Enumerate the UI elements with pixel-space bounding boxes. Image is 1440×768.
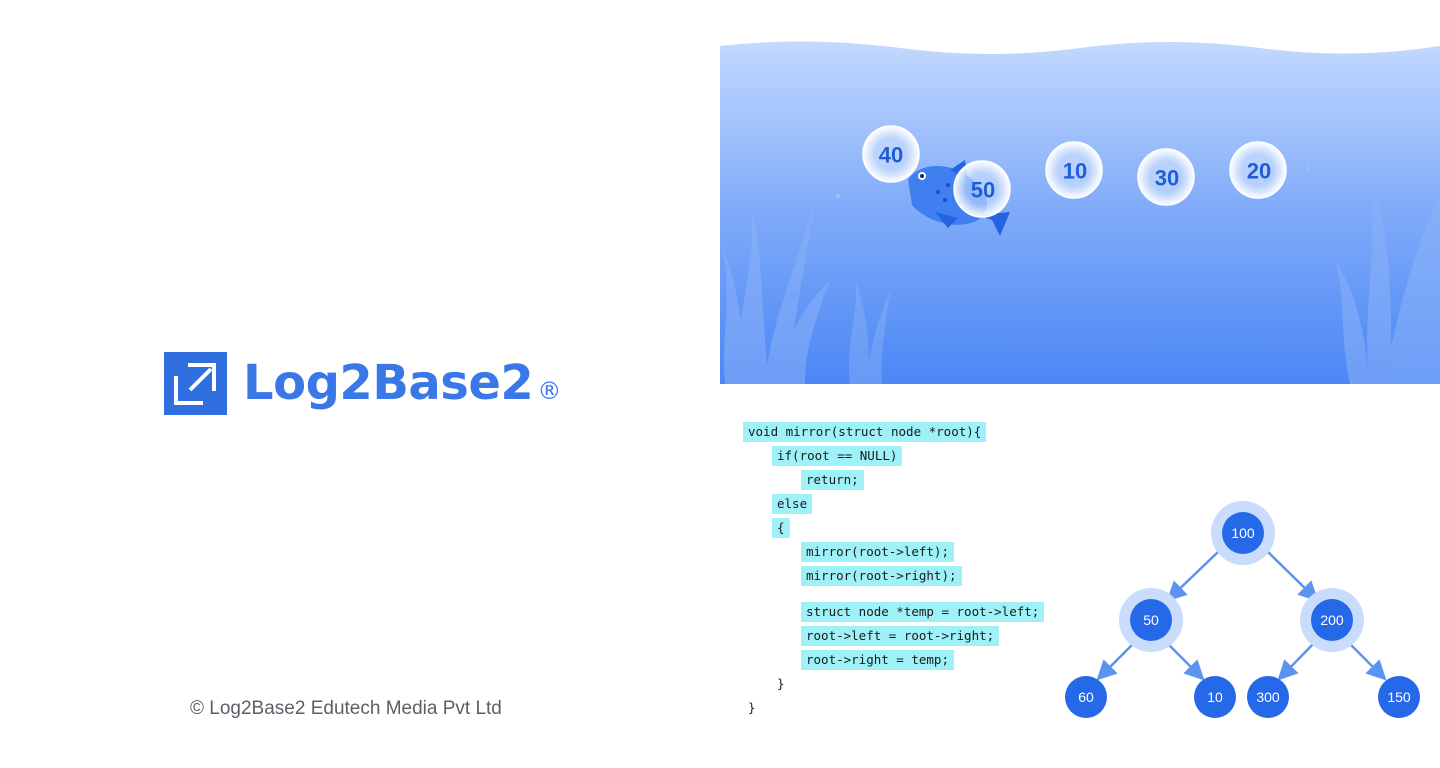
ocean-illustration: 40 50 10 30 20	[720, 40, 1440, 384]
binary-tree-diagram: 100 50 200 60 10 300 150	[1060, 500, 1440, 730]
tree-node-right: 200	[1300, 588, 1364, 652]
seaweed-right-icon	[1335, 170, 1440, 384]
svg-text:300: 300	[1256, 689, 1280, 705]
code-line: else	[772, 494, 813, 514]
registered-mark: ®	[537, 377, 562, 405]
seaweed-middle-icon	[848, 280, 890, 384]
tree-node-right-left: 300	[1247, 676, 1289, 718]
bubble-40: 40	[862, 125, 920, 183]
code-line: if(root == NULL)	[772, 446, 903, 466]
tree-node-left-right: 10	[1194, 676, 1236, 718]
bubble-value: 20	[1247, 159, 1271, 184]
bubble-value: 30	[1155, 166, 1179, 191]
tree-node-left-left: 60	[1065, 676, 1107, 718]
seaweed-left-icon	[720, 200, 830, 384]
brand-name: Log2Base2	[243, 355, 534, 411]
copyright-text: © Log2Base2 Edutech Media Pvt Ltd	[190, 698, 502, 719]
log2base2-logo: Log2Base2 ®	[164, 352, 561, 415]
code-line: root->right = temp;	[801, 650, 954, 670]
code-line: mirror(root->right);	[801, 566, 962, 586]
code-line: struct node *temp = root->left;	[801, 602, 1045, 622]
tree-node-right-right: 150	[1378, 676, 1420, 718]
logo-mark-icon	[164, 352, 227, 415]
code-line: }	[777, 676, 785, 691]
bubble-value: 10	[1063, 159, 1087, 184]
bubble-20: 20	[1229, 141, 1287, 199]
svg-text:150: 150	[1387, 689, 1411, 705]
svg-text:200: 200	[1320, 612, 1344, 628]
code-line: mirror(root->left);	[801, 542, 954, 562]
tree-node-root: 100	[1211, 501, 1275, 565]
bubble-value: 40	[879, 143, 903, 168]
bubble-50: 50	[953, 160, 1011, 218]
code-line: }	[748, 700, 756, 715]
code-line: {	[772, 518, 790, 538]
svg-text:10: 10	[1207, 689, 1223, 705]
svg-text:50: 50	[1143, 612, 1159, 628]
tree-node-left: 50	[1119, 588, 1183, 652]
bubble-30: 30	[1137, 148, 1195, 206]
code-line: void mirror(struct node *root){	[743, 422, 987, 442]
bubble-value: 50	[971, 178, 995, 203]
bubble-10: 10	[1045, 141, 1103, 199]
svg-text:100: 100	[1231, 525, 1255, 541]
code-line: root->left = root->right;	[801, 626, 1000, 646]
svg-text:60: 60	[1078, 689, 1094, 705]
code-line: return;	[801, 470, 864, 490]
